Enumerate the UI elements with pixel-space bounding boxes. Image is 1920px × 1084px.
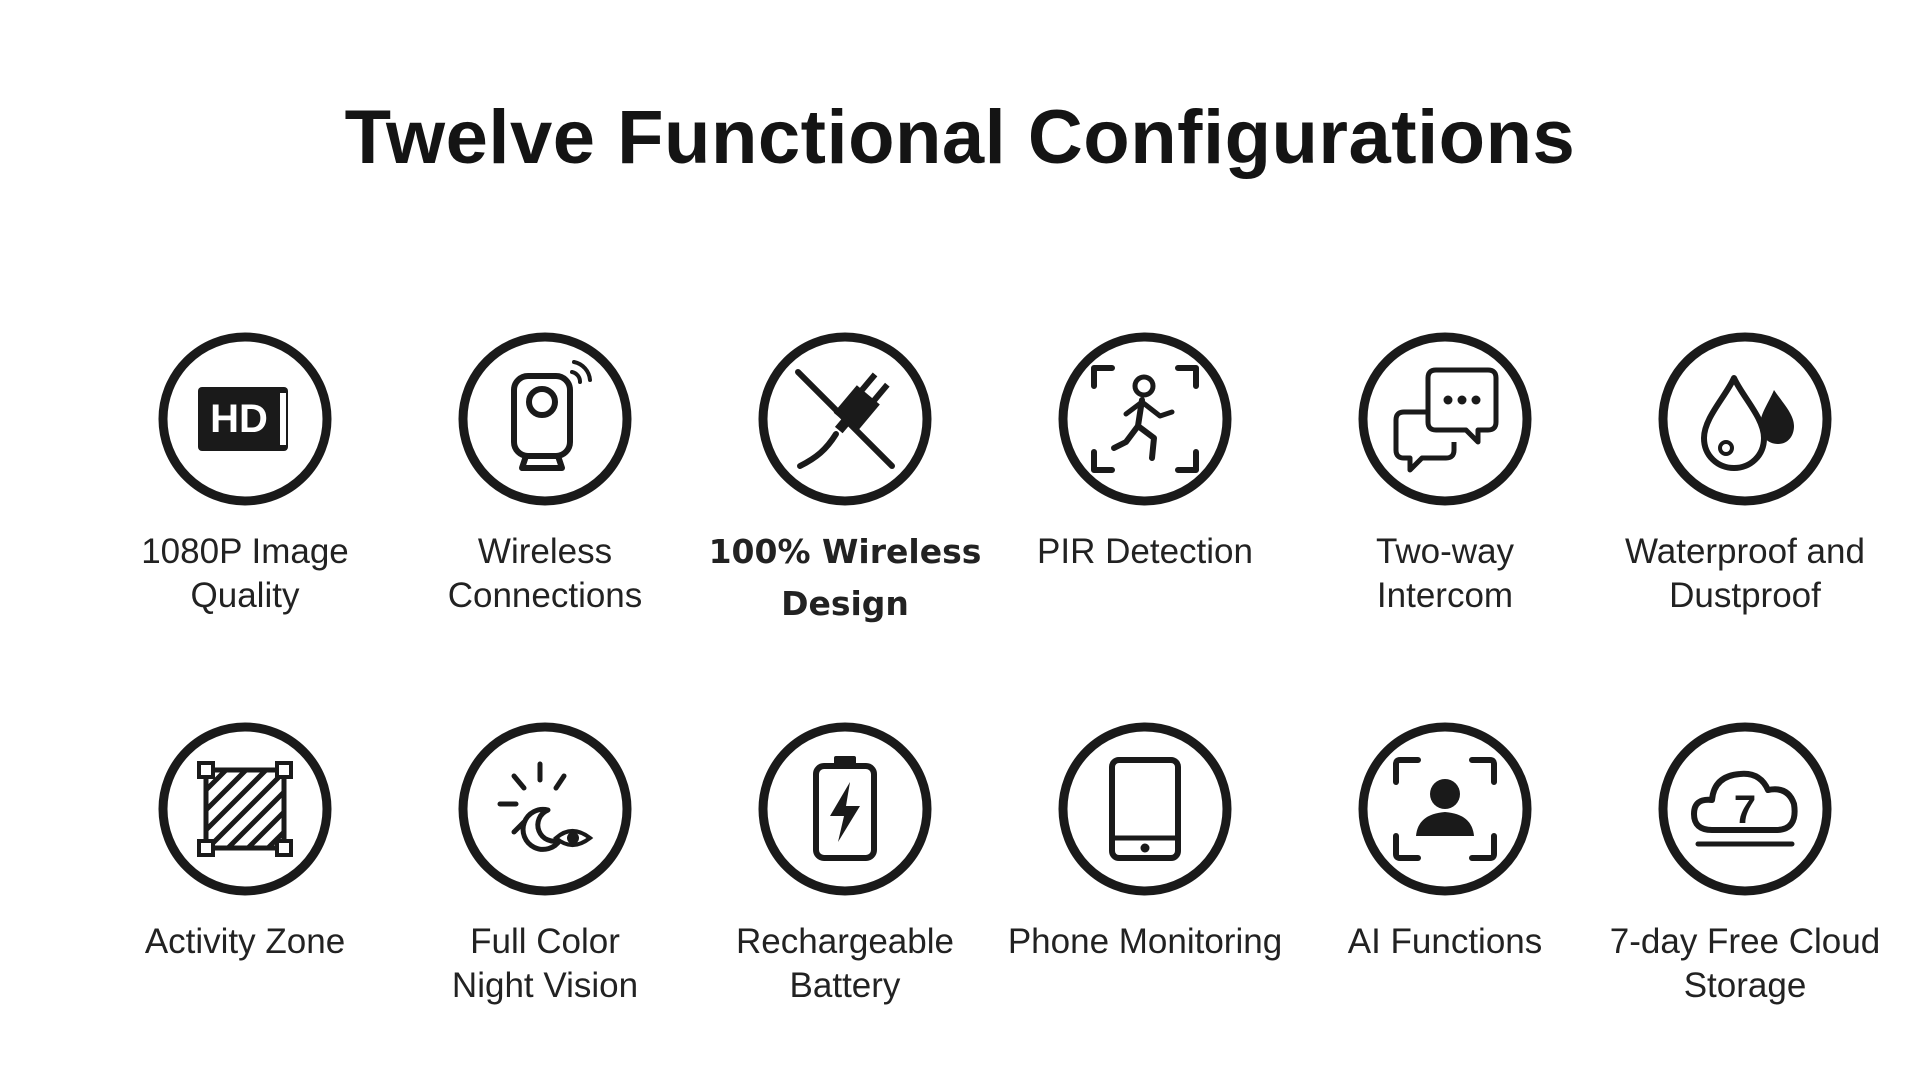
feature-label: Activity Zone <box>144 922 346 961</box>
feature-label: Wireless Connections <box>447 532 643 615</box>
feature-pir-detection: PIR Detection <box>995 330 1295 574</box>
motion-person-icon <box>1058 332 1232 506</box>
svg-text:HD: HD <box>210 397 268 441</box>
chat-bubbles-icon <box>1358 332 1532 506</box>
no-plug-icon <box>758 332 932 506</box>
camera-wifi-icon <box>458 332 632 506</box>
feature-two-way-intercom: Two-way Intercom <box>1295 330 1595 618</box>
cloud-number: 7 <box>1734 788 1756 832</box>
feature-activity-zone: Activity Zone <box>95 720 395 964</box>
cloud-7-icon: 7 <box>1658 722 1832 896</box>
hd-icon: HD <box>158 332 332 506</box>
face-scan-icon <box>1358 722 1532 896</box>
page-title: Twelve Functional Configurations <box>344 95 1576 180</box>
feature-label: PIR Detection <box>1037 532 1253 571</box>
battery-icon <box>758 722 932 896</box>
night-vision-icon <box>458 722 632 896</box>
feature-label: Full Color Night Vision <box>451 922 639 1005</box>
feature-label: Phone Monitoring <box>1007 922 1283 961</box>
phone-icon <box>1058 722 1232 896</box>
feature-label: Rechargeable Battery <box>736 922 954 1005</box>
feature-phone-monitoring: Phone Monitoring <box>995 720 1295 964</box>
feature-label: 100% Wireless Design <box>708 532 982 623</box>
feature-waterproof: Waterproof and Dustproof <box>1595 330 1895 618</box>
feature-label: 1080P Image Quality <box>141 532 349 615</box>
feature-1080p: HD 1080P Image Quality <box>95 330 395 618</box>
feature-night-vision: Full Color Night Vision <box>395 720 695 1008</box>
feature-wireless-design: 100% Wireless Design <box>695 330 995 630</box>
feature-wireless-connections: Wireless Connections <box>395 330 695 618</box>
feature-label: AI Functions <box>1347 922 1543 961</box>
feature-cloud-storage: 7 7-day Free Cloud Storage <box>1595 720 1895 1008</box>
water-drop-icon <box>1658 332 1832 506</box>
feature-label: Waterproof and Dustproof <box>1625 532 1865 615</box>
feature-ai-functions: AI Functions <box>1295 720 1595 964</box>
feature-label: Two-way Intercom <box>1375 532 1515 615</box>
feature-label: 7-day Free Cloud Storage <box>1609 922 1881 1005</box>
zone-square-icon <box>158 722 332 896</box>
feature-rechargeable-battery: Rechargeable Battery <box>695 720 995 1008</box>
